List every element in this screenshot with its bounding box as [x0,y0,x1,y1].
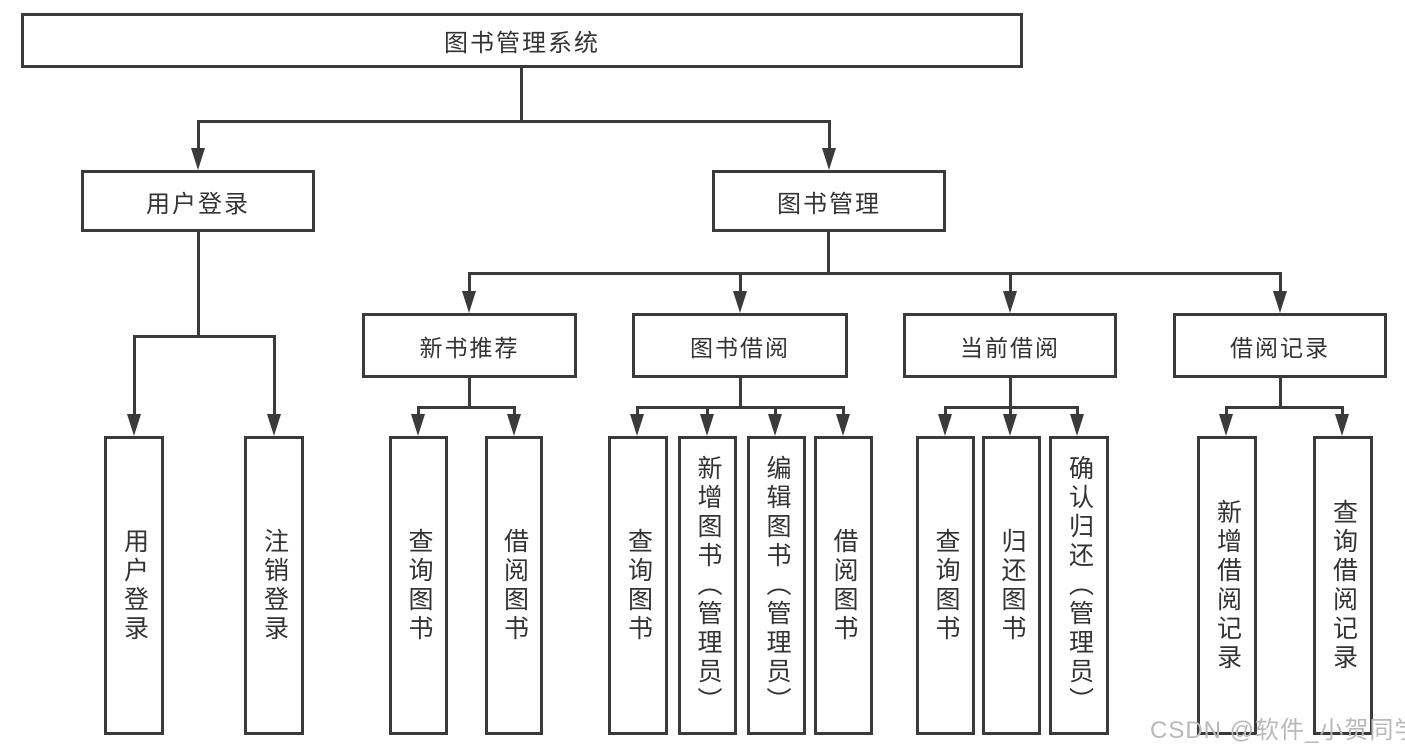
leaf-logout-label: 注销登录 [260,527,289,644]
leaf-bb-add-books-admin: 新增图书（管理员） [678,436,737,735]
connector-cb-drop-1 [944,406,947,418]
node-book-borrowing: 图书借阅 [632,313,848,378]
connector-br-drop-2 [1341,406,1344,418]
connector-root-hline [197,120,830,123]
arrow-down-icon [1335,414,1349,436]
leaf-nbr-query-books-label: 查询图书 [405,527,433,644]
node-book-management-label: 图书管理 [777,190,881,218]
leaf-cb-query-books: 查询图书 [916,436,975,735]
arrow-down-icon [462,291,476,313]
arrow-down-icon [700,414,714,436]
leaf-br-query-record: 查询借阅记录 [1313,436,1373,735]
arrow-down-icon [822,148,836,170]
node-new-book-recommend-label: 新书推荐 [419,334,520,361]
connector-bookmgmt-stem [827,232,830,275]
node-library-system-label: 图书管理系统 [444,30,600,57]
connector-nbr-stem [468,378,471,409]
leaf-br-add-record: 新增借阅记录 [1197,436,1257,735]
connector-bb-drop-1 [636,406,639,418]
connector-bookmgmt-drop-4 [1279,272,1282,294]
connector-userlogin-hline [133,335,275,338]
connector-cb-drop-2 [1009,406,1012,418]
connector-cb-stem [1009,378,1012,409]
leaf-bb-query-books-label: 查询图书 [624,527,653,644]
arrow-down-icon [267,414,281,436]
connector-bb-drop-3 [774,406,777,418]
connector-br-stem [1279,378,1282,409]
connector-br-drop-1 [1225,406,1228,418]
leaf-cb-return-books: 归还图书 [982,436,1041,735]
node-library-system: 图书管理系统 [21,13,1023,68]
leaf-bb-borrow-books-label: 借阅图书 [830,527,858,644]
arrow-down-icon [1273,291,1287,313]
arrow-down-icon [411,414,425,436]
node-new-book-recommend: 新书推荐 [362,313,577,378]
arrow-down-icon [630,414,644,436]
arrow-down-icon [836,414,850,436]
leaf-bb-borrow-books: 借阅图书 [814,436,873,735]
node-current-borrowing: 当前借阅 [903,313,1117,378]
node-book-management: 图书管理 [712,170,946,232]
node-user-login: 用户登录 [81,170,315,232]
connector-bookmgmt-drop-1 [468,272,471,294]
connector-bookmgmt-hline [468,272,1281,275]
csdn-watermark: CSDN @软件_小贺同学 [1150,717,1405,744]
arrow-down-icon [768,414,782,436]
leaf-bb-add-books-admin-label: 新增图书（管理员） [694,455,722,716]
connector-bookmgmt-drop-3 [1009,272,1012,294]
node-borrowing-records: 借阅记录 [1173,313,1387,378]
leaf-nbr-borrow-books-label: 借阅图书 [500,527,529,644]
connector-userlogin-drop-right [273,335,276,417]
leaf-user-login-label: 用户登录 [120,527,149,644]
node-borrowing-records-label: 借阅记录 [1230,334,1330,361]
connector-bb-hline [636,406,845,409]
connector-userlogin-stem [197,232,200,338]
arrow-down-icon [127,414,141,436]
leaf-user-login: 用户登录 [104,436,164,735]
connector-nbr-hline [417,406,516,409]
connector-bb-drop-4 [842,406,845,418]
leaf-logout: 注销登录 [244,436,304,735]
connector-root-drop-left [197,120,200,152]
leaf-bb-edit-books-admin: 编辑图书（管理员） [747,436,806,735]
leaf-bb-query-books: 查询图书 [608,436,668,735]
leaf-br-query-record-label: 查询借阅记录 [1329,498,1358,673]
leaf-cb-query-books-label: 查询图书 [932,527,960,644]
connector-br-hline [1225,406,1343,409]
connector-root-stem [520,68,523,123]
arrow-down-icon [938,414,952,436]
connector-userlogin-drop-left [133,335,136,417]
leaf-nbr-borrow-books: 借阅图书 [485,436,543,735]
connector-bb-stem [739,378,742,409]
connector-nbr-drop-1 [417,406,420,418]
leaf-cb-confirm-return-admin: 确认归还（管理员） [1049,436,1109,735]
connector-nbr-drop-2 [513,406,516,418]
connector-cb-drop-3 [1076,406,1079,418]
node-user-login-label: 用户登录 [146,190,250,218]
leaf-bb-edit-books-admin-label: 编辑图书（管理员） [763,455,791,716]
leaf-br-add-record-label: 新增借阅记录 [1213,498,1242,673]
node-current-borrowing-label: 当前借阅 [960,334,1060,361]
arrow-down-icon [1070,414,1084,436]
connector-bookmgmt-drop-2 [739,272,742,294]
arrow-down-icon [1219,414,1233,436]
arrow-down-icon [507,414,521,436]
arrow-down-icon [1003,291,1017,313]
leaf-cb-confirm-return-admin-label: 确认归还（管理员） [1065,455,1094,716]
node-book-borrowing-label: 图书借阅 [690,334,790,361]
arrow-down-icon [191,148,205,170]
arrow-down-icon [733,291,747,313]
connector-root-drop-right [828,120,831,152]
arrow-down-icon [1003,414,1017,436]
connector-bb-drop-2 [706,406,709,418]
leaf-nbr-query-books: 查询图书 [389,436,448,735]
leaf-cb-return-books-label: 归还图书 [998,527,1026,644]
